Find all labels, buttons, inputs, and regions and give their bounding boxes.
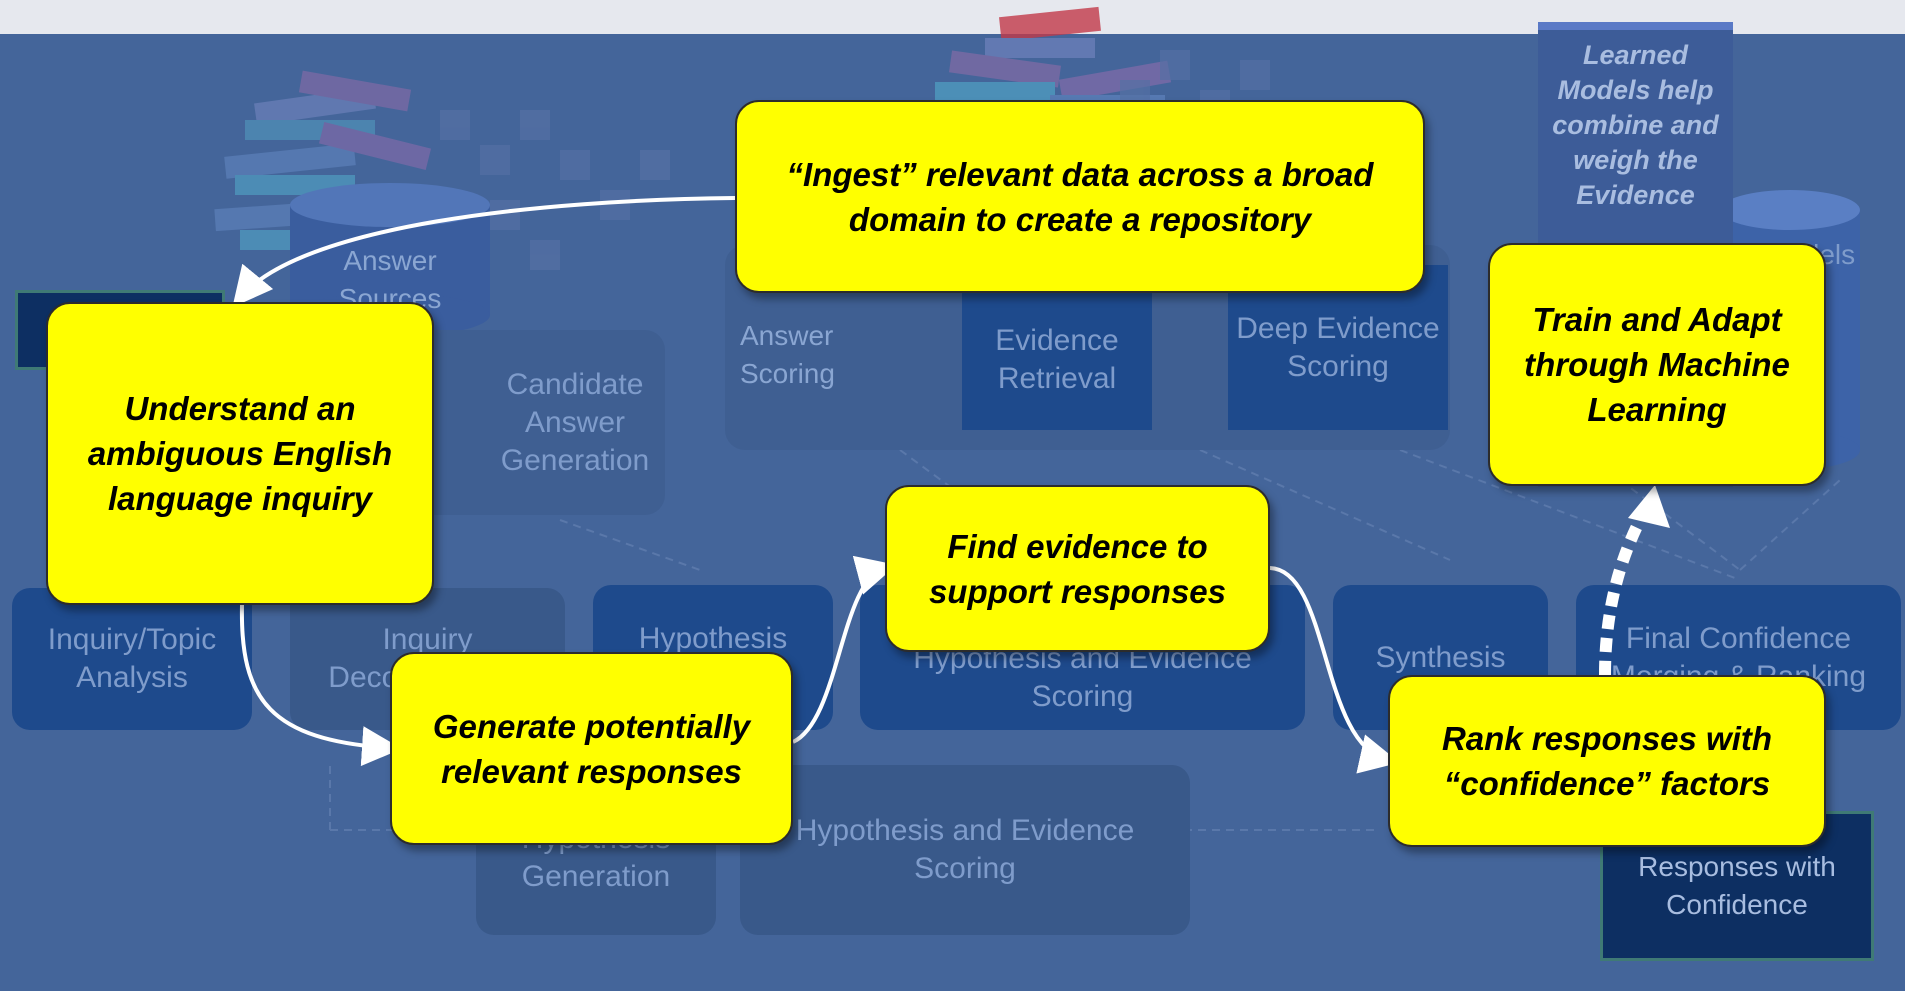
callout-evidence-text: Find evidence to support responses — [928, 527, 1227, 610]
callout-train-text: Train and Adapt through Machine Learning — [1524, 301, 1790, 428]
callout-ingest: “Ingest” relevant data across a broad do… — [735, 100, 1425, 293]
evidence-to-rank-arrow — [1269, 566, 1400, 774]
inquiry-topic-analysis-label: Inquiry/Topic Analysis — [47, 623, 217, 694]
rank-to-train-arrowhead — [1628, 485, 1670, 528]
candidate-answer-generation-box: Candidate Answer Generation — [405, 330, 665, 515]
hypothesis-evidence-scoring-bottom-box: Hypothesis and Evidence Scoring — [740, 765, 1190, 935]
evidence-retrieval-box: Evidence Retrieval — [962, 290, 1152, 430]
generate-to-evidence-arrow — [792, 555, 897, 744]
callout-train: Train and Adapt through Machine Learning — [1488, 243, 1826, 486]
synthesis-label: Synthesis — [1375, 640, 1506, 674]
callout-rank: Rank responses with “confidence” factors — [1388, 675, 1826, 847]
rank-to-train-dotted-arrow — [1599, 517, 1646, 676]
callout-ingest-text: “Ingest” relevant data across a broad do… — [786, 155, 1374, 238]
evidence-retrieval-label: Evidence Retrieval — [995, 324, 1119, 395]
callout-understand: Understand an ambiguous English language… — [46, 302, 434, 605]
answer-scoring-label: Answer Scoring — [740, 320, 835, 389]
hypothesis-evidence-scoring-bottom-label: Hypothesis and Evidence Scoring — [795, 814, 1135, 885]
candidate-answer-generation-label: Candidate Answer Generation — [500, 367, 650, 477]
callout-rank-text: Rank responses with “confidence” factors — [1441, 720, 1773, 802]
callout-understand-text: Understand an ambiguous English language… — [87, 390, 393, 517]
learned-models-header-bar — [1538, 22, 1733, 30]
callout-generate-text: Generate potentially relevant responses — [432, 707, 751, 790]
responses-with-confidence-label: Responses with Confidence — [1638, 851, 1836, 920]
ingest-to-inquiry-arrow — [232, 196, 736, 308]
learned-models-label: Learned Models help combine and weigh th… — [1552, 40, 1719, 210]
callout-evidence: Find evidence to support responses — [885, 485, 1270, 652]
deep-evidence-scoring-label: Deep Evidence Scoring — [1236, 311, 1440, 383]
inquiry-topic-analysis-box: Inquiry/Topic Analysis — [12, 588, 252, 730]
callout-generate: Generate potentially relevant responses — [390, 652, 793, 845]
inquiry-to-generate-arrow — [239, 604, 402, 767]
